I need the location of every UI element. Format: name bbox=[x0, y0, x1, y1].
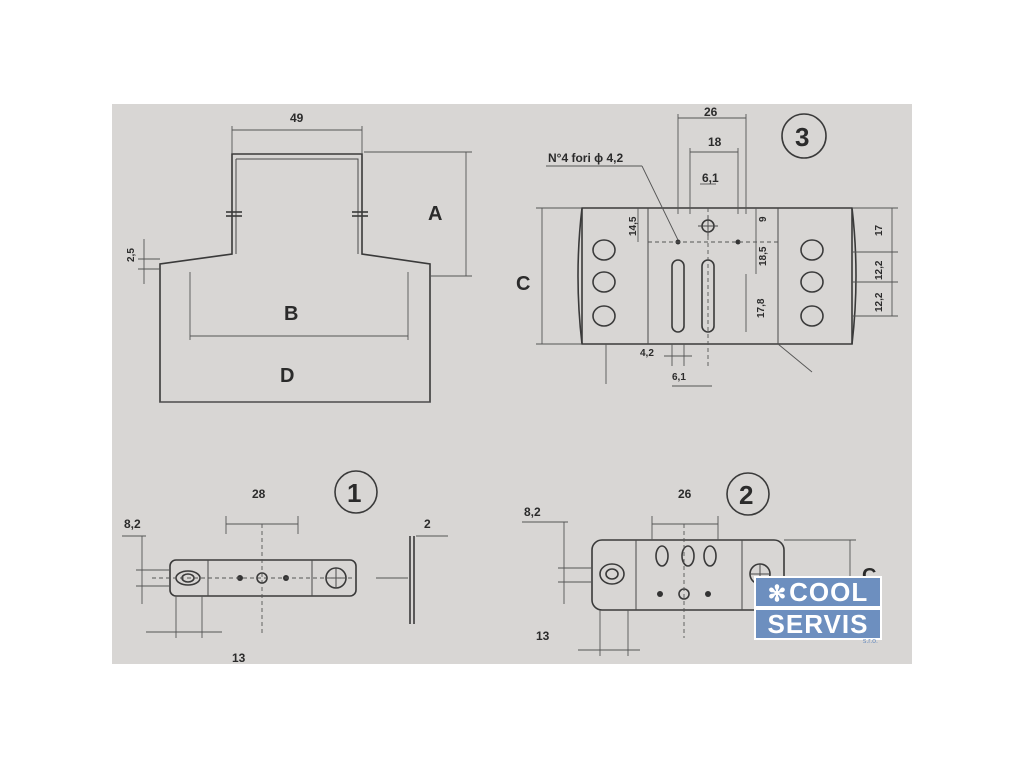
dim-8-2-view1: 8,2 bbox=[124, 517, 141, 531]
dim-49: 49 bbox=[290, 111, 304, 125]
label-b: B bbox=[284, 303, 298, 325]
dim-14-5: 14,5 bbox=[628, 216, 639, 236]
view-3-marker bbox=[781, 113, 827, 159]
bracket-outline bbox=[159, 153, 431, 403]
label-d: D bbox=[280, 365, 294, 387]
view-2-number: 2 bbox=[739, 480, 753, 510]
dim-12-2-b: 12,2 bbox=[874, 292, 885, 312]
snowflake-icon: ✻ bbox=[767, 581, 788, 606]
dim-2-view1: 2 bbox=[424, 517, 431, 531]
bracket-view: 49 A 2,5 B D bbox=[126, 111, 472, 403]
dim-18-5: 18,5 bbox=[758, 246, 769, 266]
dim-26-view2: 26 bbox=[678, 487, 692, 501]
company-logo: ✻COOL SERVIS s.r.o. bbox=[754, 576, 882, 646]
dim-17: 17 bbox=[874, 224, 885, 236]
dim-28: 28 bbox=[252, 487, 266, 501]
dim-9: 9 bbox=[758, 216, 769, 222]
technical-drawing: 49 A 2,5 B D 3 bbox=[122, 105, 898, 664]
view-1: 1 28 8,2 13 2 bbox=[122, 470, 448, 664]
drawing-sheet: 49 A 2,5 B D 3 bbox=[112, 104, 912, 664]
dim-6-1-bottom: 6,1 bbox=[672, 372, 686, 383]
view-1-number: 1 bbox=[347, 478, 361, 508]
logo-sub: s.r.o. bbox=[862, 638, 878, 645]
dim-4-2: 4,2 bbox=[640, 348, 654, 359]
dim-2-5: 2,5 bbox=[126, 248, 137, 262]
dim-26: 26 bbox=[704, 105, 718, 119]
dim-13-view1: 13 bbox=[232, 651, 246, 664]
dim-12-2-a: 12,2 bbox=[874, 260, 885, 280]
view-1-marker bbox=[334, 470, 378, 514]
label-a: A bbox=[428, 203, 442, 225]
dim-8-2-view2: 8,2 bbox=[524, 505, 541, 519]
dim-6-1-top: 6,1 bbox=[702, 171, 719, 185]
dim-17-8: 17,8 bbox=[756, 298, 767, 318]
view-3: 3 26 18 bbox=[516, 105, 898, 387]
logo-top: ✻COOL bbox=[754, 576, 882, 608]
logo-bottom: SERVIS bbox=[754, 608, 882, 640]
logo-line1: COOL bbox=[789, 577, 869, 607]
view-2-marker bbox=[726, 472, 770, 516]
holes-note: N°4 fori ϕ 4,2 bbox=[548, 151, 623, 165]
dim-18: 18 bbox=[708, 135, 722, 149]
view-3-number: 3 bbox=[795, 122, 809, 152]
dim-13-view2: 13 bbox=[536, 629, 550, 643]
label-c-view3: C bbox=[516, 273, 530, 295]
